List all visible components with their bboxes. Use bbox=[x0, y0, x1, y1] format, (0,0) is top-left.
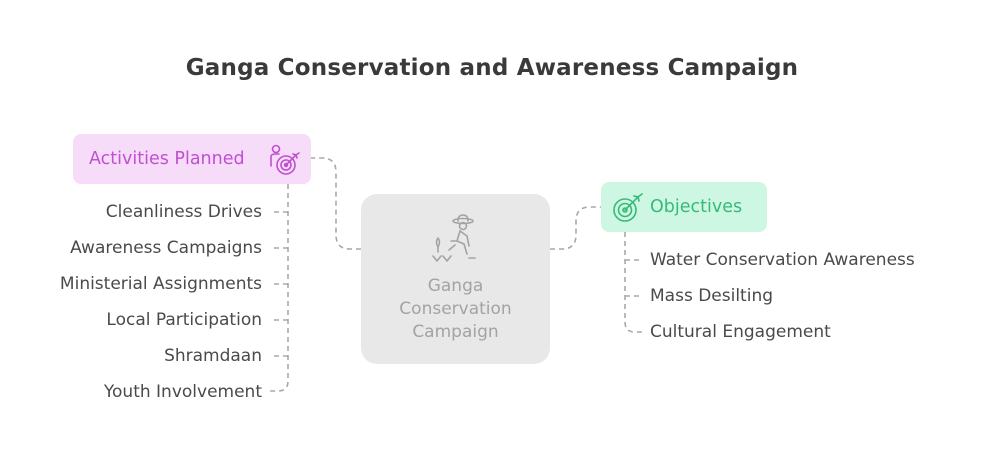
connector-center-activities bbox=[311, 157, 361, 250]
connector-center-objectives bbox=[550, 206, 601, 250]
center-label-line: Campaign bbox=[412, 322, 499, 342]
connector-objectives-trunk bbox=[624, 232, 643, 333]
center-node[interactable]: Ganga Conservation Campaign bbox=[361, 194, 550, 364]
person-target-icon bbox=[269, 144, 301, 180]
activities-planned-label: Activities Planned bbox=[89, 149, 245, 169]
target-arrow-icon bbox=[611, 192, 643, 228]
objective-item: Cultural Engagement bbox=[650, 322, 831, 342]
objective-item: Mass Desilting bbox=[650, 286, 774, 306]
activity-item: Local Participation bbox=[106, 310, 262, 330]
farmer-planting-icon bbox=[429, 214, 481, 270]
activity-item: Youth Involvement bbox=[103, 382, 262, 402]
activity-item: Awareness Campaigns bbox=[70, 238, 262, 258]
activities-planned-node[interactable]: Activities Planned bbox=[73, 134, 311, 184]
activity-item: Shramdaan bbox=[164, 346, 262, 366]
activity-item: Cleanliness Drives bbox=[105, 202, 262, 222]
objective-item: Water Conservation Awareness bbox=[650, 250, 915, 270]
objectives-label: Objectives bbox=[650, 197, 743, 217]
activity-item: Ministerial Assignments bbox=[59, 274, 262, 294]
connector-activities-trunk bbox=[270, 184, 289, 392]
center-label-line: Conservation bbox=[399, 299, 512, 319]
diagram-title: Ganga Conservation and Awareness Campaig… bbox=[185, 55, 799, 81]
center-label: Ganga Conservation Campaign bbox=[361, 275, 550, 344]
center-label-line: Ganga bbox=[427, 276, 484, 296]
objectives-node[interactable]: Objectives bbox=[601, 182, 767, 232]
